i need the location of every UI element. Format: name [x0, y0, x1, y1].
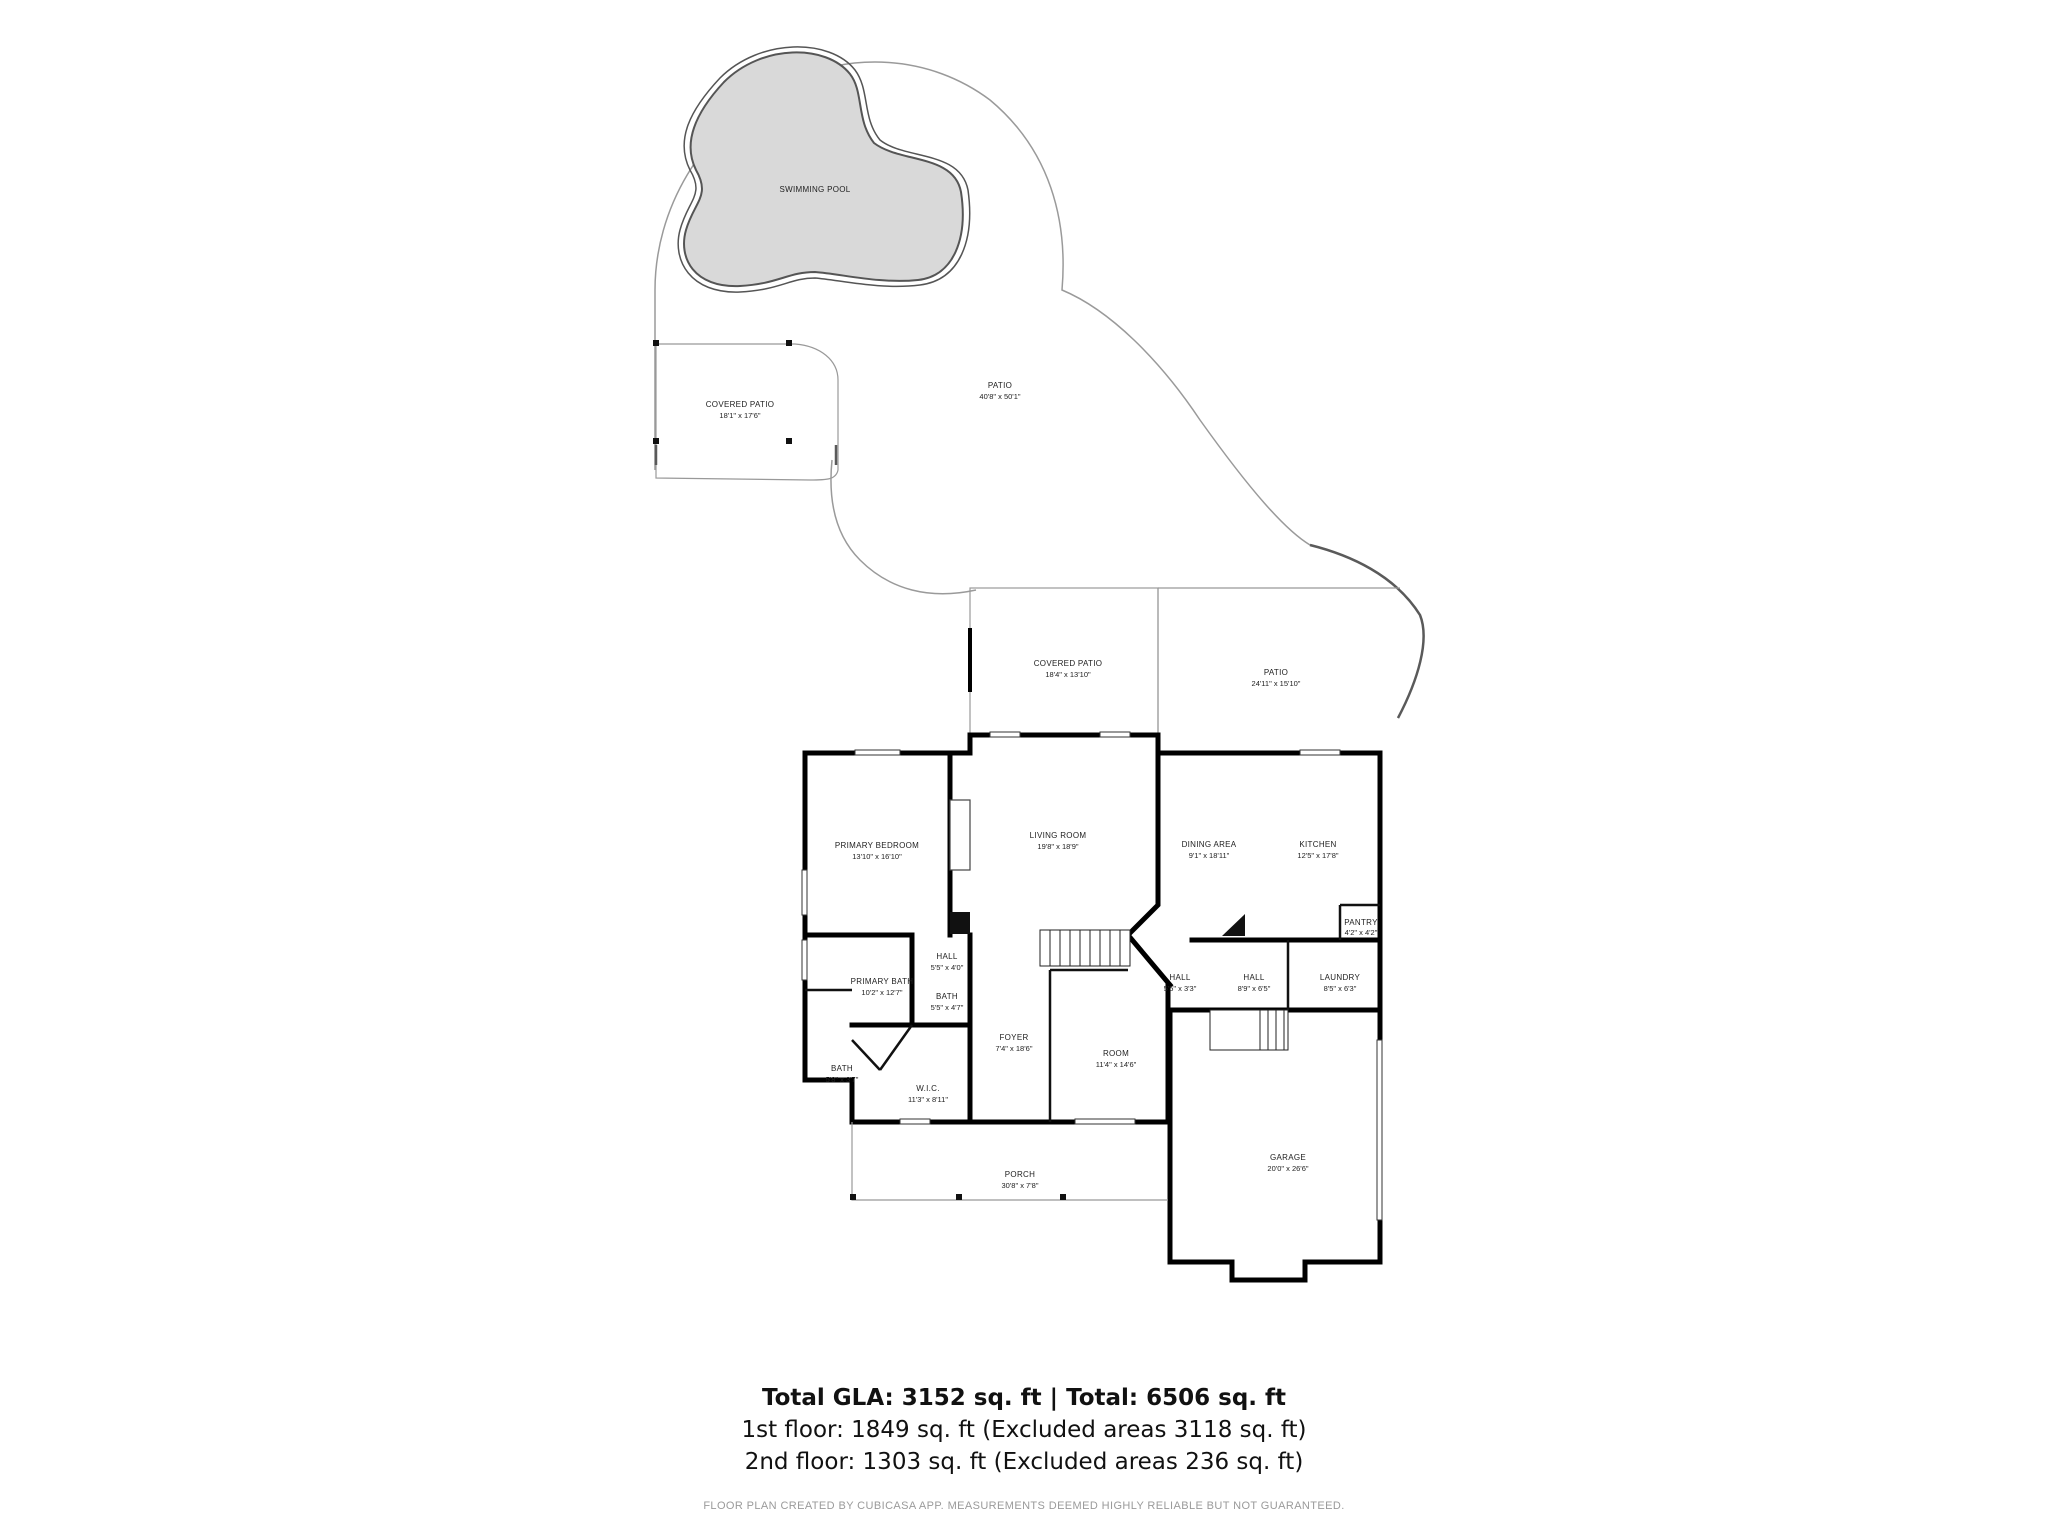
room-labels: SWIMMING POOL COVERED PATIO 18'1" x 17'6…	[706, 185, 1378, 1190]
credit-note: FLOOR PLAN CREATED BY CUBICASA APP. MEAS…	[703, 1500, 1345, 1512]
first-floor-summary: 1st floor: 1849 sq. ft (Excluded areas 3…	[741, 1417, 1307, 1443]
primary-bath-dim: 10'2" x 12'7"	[861, 988, 902, 997]
covered-patio-rear-label: COVERED PATIO	[1034, 659, 1103, 668]
living-room-dim: 19'8" x 18'9"	[1037, 842, 1078, 851]
garage-label: GARAGE	[1270, 1153, 1306, 1162]
dining-area-dim: 9'1" x 18'11"	[1189, 851, 1230, 860]
covered-patio-back-label: COVERED PATIO	[706, 400, 775, 409]
bath-2-dim: 5'8" x 3'7"	[826, 1075, 859, 1084]
laundry-label: LAUNDRY	[1320, 973, 1361, 982]
stairs	[1039, 929, 1289, 1051]
patio-large-dim: 40'8" x 50'1"	[979, 392, 1020, 401]
hall-2-dim: 5'5" x 3'3"	[1164, 984, 1197, 993]
bath-2-label: BATH	[831, 1064, 853, 1073]
windows	[801, 731, 1383, 1221]
hall-3-label: HALL	[1243, 973, 1264, 982]
wic-dim: 11'3" x 8'11"	[908, 1095, 948, 1104]
kitchen-dim: 12'5" x 17'8"	[1297, 851, 1338, 860]
wic-label: W.I.C.	[916, 1084, 940, 1093]
patio-large-label: PATIO	[988, 381, 1012, 390]
swimming-pool-label: SWIMMING POOL	[779, 185, 850, 194]
hall-2-label: HALL	[1169, 973, 1190, 982]
rear-patios	[968, 587, 1400, 737]
pantry-label: PANTRY	[1344, 918, 1378, 927]
primary-bedroom-dim: 13'10" x 16'10"	[852, 852, 902, 861]
primary-bedroom-label: PRIMARY BEDROOM	[835, 841, 919, 850]
covered-patio-back-dim: 18'1" x 17'6"	[719, 411, 760, 420]
outdoor-area	[653, 61, 1425, 719]
total-area-summary: Total GLA: 3152 sq. ft | Total: 6506 sq.…	[761, 1385, 1287, 1411]
garage-dim: 20'0" x 26'6"	[1267, 1164, 1308, 1173]
covered-patio-back-outline	[655, 343, 839, 481]
foyer-label: FOYER	[999, 1033, 1028, 1042]
hall-1-dim: 5'5" x 4'0"	[931, 963, 964, 972]
porch-dim: 30'8" x 7'8"	[1002, 1181, 1039, 1190]
patio-rear-label: PATIO	[1264, 668, 1288, 677]
foyer-dim: 7'4" x 18'6"	[996, 1044, 1033, 1053]
living-room-label: LIVING ROOM	[1030, 831, 1087, 840]
laundry-dim: 8'5" x 6'3"	[1324, 984, 1357, 993]
pantry-dim: 4'2" x 4'2"	[1345, 928, 1378, 937]
covered-patio-rear-dim: 18'4" x 13'10"	[1045, 670, 1091, 679]
primary-bath-label: PRIMARY BATH	[851, 977, 914, 986]
room-label: ROOM	[1103, 1049, 1129, 1058]
room-dim: 11'4" x 14'6"	[1096, 1060, 1137, 1069]
kitchen-label: KITCHEN	[1299, 840, 1336, 849]
bath-1-label: BATH	[936, 992, 958, 1001]
hall-3-dim: 8'9" x 6'5"	[1238, 984, 1271, 993]
swimming-pool	[677, 46, 971, 293]
porch-outline	[850, 1122, 1168, 1201]
dining-area-label: DINING AREA	[1182, 840, 1237, 849]
porch-label: PORCH	[1005, 1170, 1035, 1179]
second-floor-summary: 2nd floor: 1303 sq. ft (Excluded areas 2…	[744, 1449, 1304, 1475]
hall-1-label: HALL	[936, 952, 957, 961]
bath-1-dim: 5'5" x 4'7"	[931, 1003, 964, 1012]
patio-rear-dim: 24'11" x 15'10"	[1252, 679, 1301, 688]
house-walls	[802, 732, 1383, 1283]
